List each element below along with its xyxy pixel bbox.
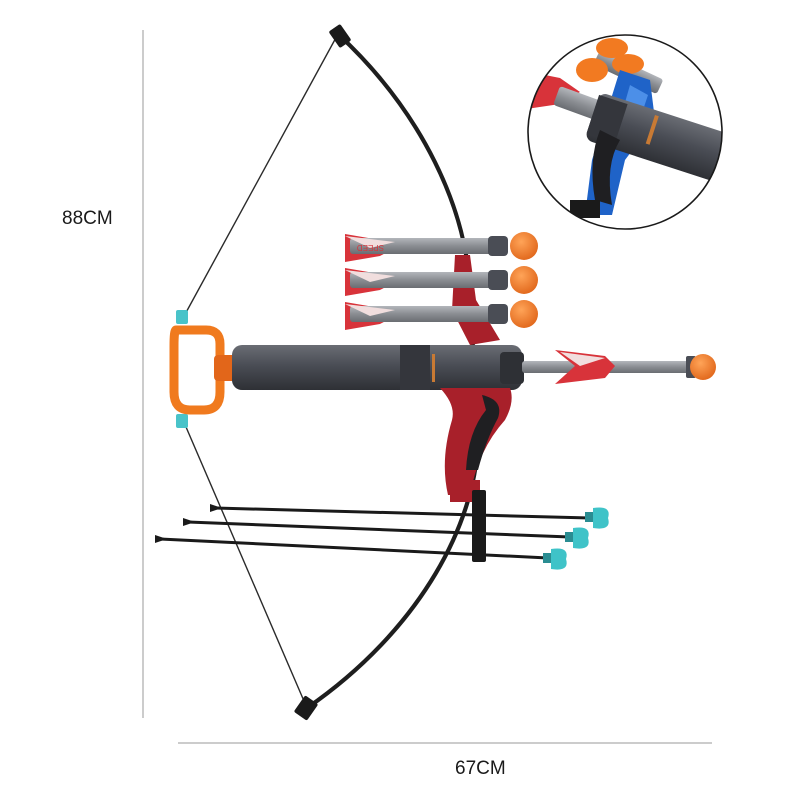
magnifier-detail-icon (527, 34, 723, 230)
arrow-rest (472, 490, 486, 562)
suction-arrow-icon (155, 504, 609, 570)
pull-handle (169, 325, 225, 415)
width-dimension-label: 67CM (455, 758, 506, 779)
string-clip-bottom (176, 414, 188, 428)
foam-dart-icon: SPEED (345, 232, 538, 330)
top-limb-tip (329, 24, 351, 48)
bow-string (182, 33, 339, 709)
loaded-dart (522, 350, 716, 384)
red-riser (452, 255, 500, 345)
string-clip-top (176, 310, 188, 324)
launcher-tube (232, 345, 522, 390)
bottom-limb-tip (294, 696, 318, 720)
height-dimension-label: 88CM (62, 208, 113, 229)
arrow-print: SPEED (357, 243, 384, 252)
